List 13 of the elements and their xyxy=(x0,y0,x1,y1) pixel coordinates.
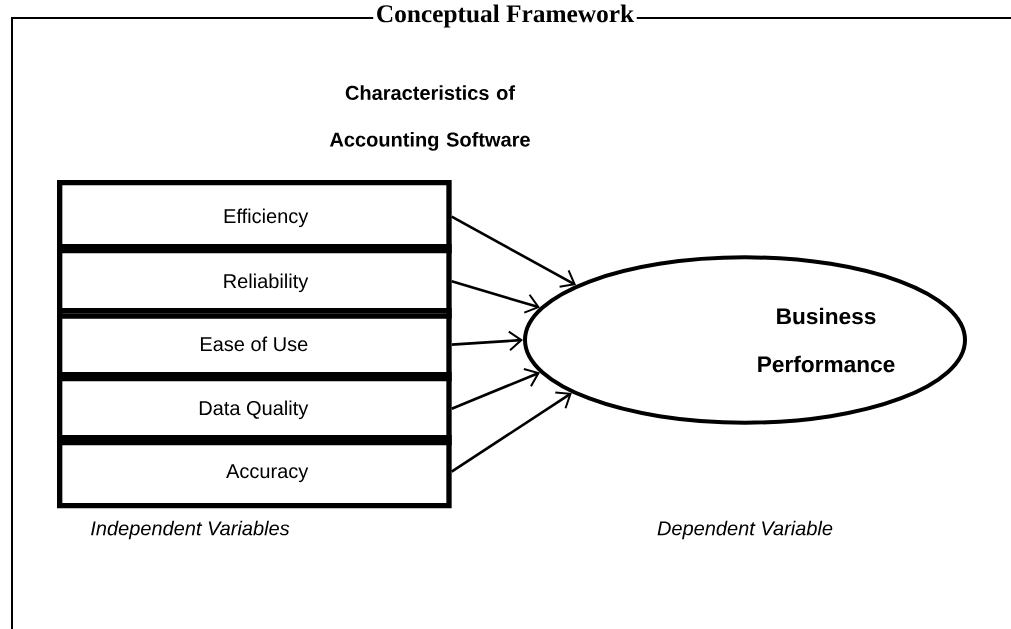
variable-box: Data Quality xyxy=(57,372,452,446)
arrow xyxy=(451,330,523,352)
axis-caption: Dependent Variable xyxy=(657,520,833,540)
arrow xyxy=(451,368,540,410)
title: Conceptual Framework xyxy=(373,1,637,31)
arrow xyxy=(451,215,577,288)
variable-box: Reliability xyxy=(57,244,452,319)
arrow xyxy=(451,280,540,314)
variable-box: Ease of Use xyxy=(57,308,452,382)
arrow xyxy=(450,391,572,473)
variable-box: Accuracy xyxy=(57,435,452,509)
variable-box: Efficiency xyxy=(57,180,452,254)
heading: Characteristics of Accounting Software xyxy=(329,85,530,151)
